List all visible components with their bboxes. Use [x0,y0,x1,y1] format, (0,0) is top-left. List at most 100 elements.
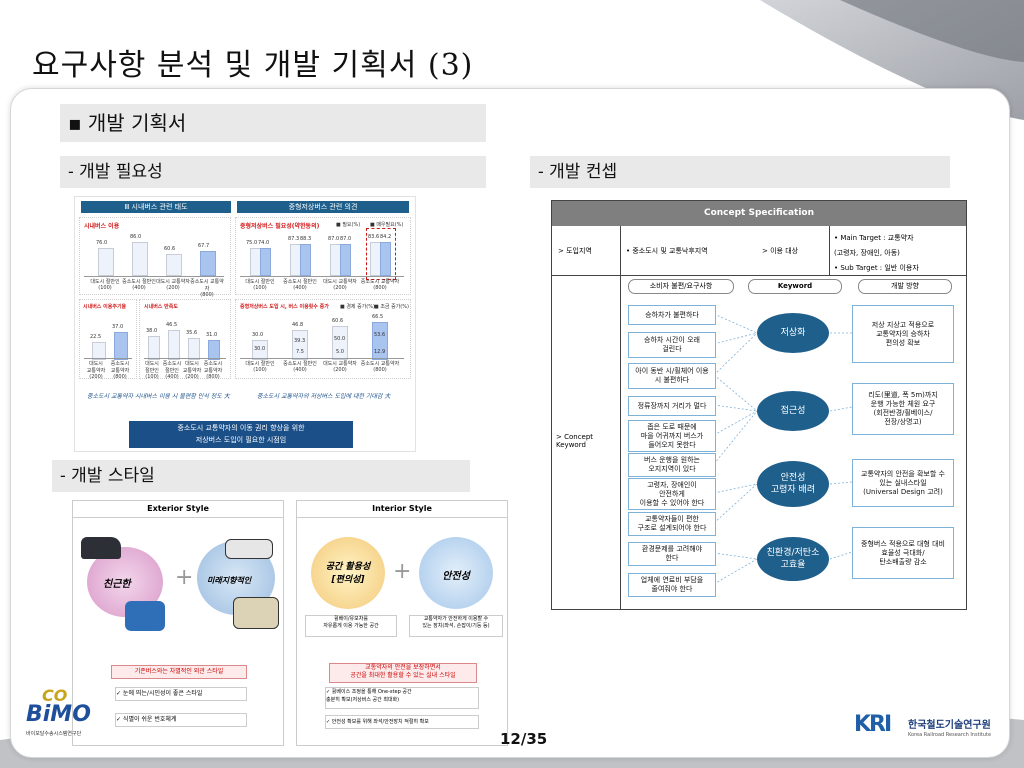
need-summary-line2: 저상버스 도입이 필요한 시점임 [195,436,287,444]
plus-icon: + [393,559,412,584]
chart2-category: 대도시 교통약자 (200) [323,279,357,291]
plus-icon: + [175,565,194,590]
concept-target-sub: • Sub Target : 일반 이용자 [834,264,919,272]
need-item: 아이 동반 시/휠체어 이용 시 불편하다 [628,363,716,389]
concept-heading: - 개발 컨셉 [530,156,950,188]
direction-item: 저상 지상고 적용으로 교통약자의 승하차 편의성 확보 [852,305,954,363]
chart2-value: 87.0 [328,236,340,242]
chart5-value: 60.6 [332,318,344,324]
bus-image-icon [233,597,279,629]
chart4-value: 31.0 [206,332,218,338]
bus-image-icon [225,539,273,559]
chart2-highlight-box [366,228,396,280]
direction-item: 리도(里道, 폭 5m)까지 운행 가능한 체원 요구 (회전반경/휠베이스/ … [852,383,954,435]
style-heading: - 개발 스타일 [52,460,470,492]
chart2-value: 87.0 [340,236,352,242]
concept-region-value: • 중소도시 및 교통낙후지역 [626,247,708,255]
need-figure: Ⅲ 시내버스 관련 태도 중형저상버스 관련 의견 시내버스 이용 76.0 8… [74,196,416,452]
interior-caption: 휠베이/유모차를 자유롭게 이용 가능한 공간 [305,615,397,637]
keyword-eco: 친환경/저탄소 고효율 [757,537,829,581]
chart2-value: 75.0 [246,240,258,246]
bimo-logo-mark: CO [42,686,68,705]
need-item: 업체에 연료비 부담을 줄여줘야 한다 [628,573,716,597]
chart3-bar [114,332,128,360]
concept-target-main: • Main Target : 교통약자 [834,234,914,242]
interior-check: ✓ 휠베이스 조정을 통해 One-step 공간 충분히 확보(저상버스 공간… [325,687,479,709]
kri-logo-text: 한국철도기술연구원 [908,720,991,731]
need-item: 승하차가 불편하다 [628,305,716,325]
need-item: 교통약자들이 편한 구조로 설계되어야 한다 [628,512,716,536]
chart1-category: 중소도시 교통약자 (800) [190,279,224,298]
need-item: 고령자, 장애인이 안전하게 이용할 수 있어야 한다 [628,478,716,510]
chart2-bar [380,242,391,276]
chart4-value: 46.5 [166,322,178,328]
page-number: 12/35 [500,730,548,748]
chart2-axis [240,276,404,277]
chart5-legend: ■ 경제 증가(%) [340,304,375,310]
bus-image-icon [81,537,121,559]
need-item: 버스 운행을 원하는 오지지역이 있다 [628,453,716,477]
chart3-axis [84,358,132,359]
kri-logo: KRI 한국철도기술연구원 Korea Railroad Research In… [854,708,1002,752]
exterior-title: Exterior Style [73,501,283,518]
col-header-needs: 소비자 불편/요구사항 [628,279,734,294]
bus-image-icon [125,601,165,631]
chart5-value: 5.0 [336,349,344,355]
chart2-value: 74.0 [258,240,270,246]
concept-targets: • Main Target : 교통약자 (고령자, 장애인, 아동) • Su… [834,231,919,276]
chart1-bar [166,254,182,276]
chart2-value: 83.6 [368,234,380,240]
direction-item: 교통약자의 안전을 확보할 수 있는 실내스타일 (Universal Desi… [852,459,954,507]
chart2-bar [340,244,351,276]
chart4-category: 대도시 절반인 (100) [145,361,159,380]
chart5-category: 대도시 교통약자 (200) [323,361,357,373]
chart5-value: 53.6 [374,332,386,338]
interior-caption: 교통약자가 안전하게 이용할 수 있는 장치(좌석, 손잡이/기둥 등) [409,615,503,637]
chart5-bar [332,326,348,360]
chart1-bar [132,242,148,276]
interior-word-safety: 안전성 [442,571,470,582]
chart5-title: 중형저상버스 도입 시, 버스 이용횟수 증가 [240,304,329,310]
chart5-value: 50.0 [334,336,346,342]
chart5-value: 7.5 [296,349,304,355]
exterior-style-panel: Exterior Style 친근한 미래지향적인 + 기존버스와는 차별적인 … [72,500,284,746]
chart1-category: 대도시 절반인 (100) [90,279,120,291]
keyword-low-floor: 저상화 [757,313,829,353]
exterior-word-friendly: 친근한 [103,579,131,590]
bimo-logo: CO BiMO 바이모달수송시스템연구단 [26,686,91,746]
kri-logo-mark: KRI [854,712,892,737]
interior-note: 교통약자의 안전을 보장하면서 공간을 최대한 활용할 수 있는 실내 스타일 [329,663,477,683]
chart-usage-rate: 시내버스 이용주기율 22.5 37.0 대도시 교통약자 (200) 중소도시… [79,299,137,380]
direction-item: 중형버스 적용으로 대형 대비 효율성 극대화/ 탄소배출량 감소 [852,527,954,579]
chart5-axis [240,358,404,359]
chart5-legend: ■ 조금 증가(%) [374,304,409,310]
chart1-value: 67.7 [198,243,210,249]
chart2-legend: ■ 매우필요(%) [370,222,404,228]
concept-row-region [552,226,966,276]
chart4-bar [208,340,220,360]
interior-check: ✓ 안전성 확보를 위해 좌석/안전장치 적절히 확보 [325,715,479,729]
chart5-value: 30.0 [254,346,266,352]
bimo-logo-sub: 바이모달수송시스템연구단 [26,731,82,737]
concept-keyword-label: > Concept Keyword [556,433,594,449]
chart1-bar [200,251,216,276]
chart-usage-increase: 중형저상버스 도입 시, 버스 이용횟수 증가 ■ 경제 증가(%) ■ 조금 … [235,299,411,379]
chart2-bar [300,244,311,276]
section-heading: ▪ 개발 기획서 [60,104,486,142]
concept-table-title: Concept Specification [552,201,966,226]
chart5-category: 중소도시 절반인 (400) [283,361,317,373]
chart4-title: 시내버스 만족도 [144,304,178,310]
chart1-value: 60.6 [164,246,176,252]
chart1-bar [98,248,114,276]
chart3-value: 37.0 [112,324,124,330]
chart2-bar [260,248,271,276]
chart5-value: 66.5 [372,314,384,320]
concept-target-divider [829,226,830,275]
chart4-category: 대도시 교통약자 (200) [182,361,202,380]
chart5-value: 46.8 [292,322,304,328]
chart5-bar [372,322,388,360]
chart5-category: 대도시 절반인 (100) [245,361,275,373]
concept-region-label: > 도입지역 [558,247,592,255]
chart2-legend: ■ 필요(%) [336,222,361,228]
exterior-word-futuristic: 미래지향적인 [207,576,252,585]
